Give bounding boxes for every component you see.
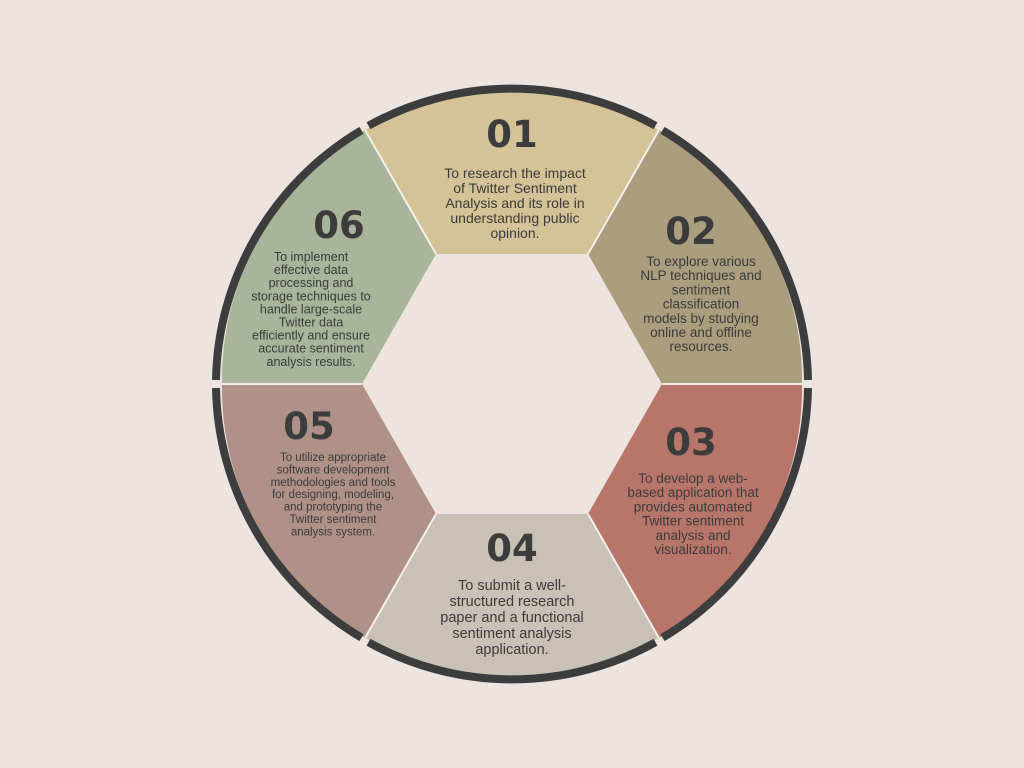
segment-06-fill bbox=[221, 130, 436, 384]
segment-separators bbox=[222, 129, 802, 639]
description-line: online and offline bbox=[650, 325, 752, 340]
description-line: processing and bbox=[269, 276, 354, 290]
description-line: opinion. bbox=[490, 225, 539, 241]
ring-arc bbox=[366, 84, 658, 130]
description-line: To research the impact bbox=[444, 165, 586, 181]
description-line: understanding public bbox=[450, 210, 579, 226]
description-line: NLP techniques and bbox=[640, 268, 761, 283]
description-line: and prototyping the bbox=[284, 502, 382, 514]
segment-02-number: 02 bbox=[665, 210, 717, 253]
description-line: application. bbox=[475, 642, 548, 658]
description-line: sentiment analysis bbox=[452, 626, 571, 642]
segment-01-fill bbox=[365, 89, 659, 255]
ring-arc bbox=[212, 126, 364, 381]
ring-arc bbox=[366, 638, 658, 684]
description-line: analysis and bbox=[655, 528, 730, 543]
description-line: software development bbox=[277, 464, 390, 476]
description-line: accurate sentiment bbox=[258, 342, 364, 356]
description-line: resources. bbox=[669, 339, 732, 354]
description-line: models by studying bbox=[643, 311, 759, 326]
description-line: methodologies and tools bbox=[271, 477, 396, 489]
description-line: provides automated bbox=[634, 499, 753, 514]
description-line: Twitter data bbox=[279, 316, 344, 330]
description-line: sentiment bbox=[672, 282, 731, 297]
description-line: of Twitter Sentiment bbox=[453, 180, 577, 196]
description-line: based application that bbox=[627, 485, 759, 500]
description-line: structured research bbox=[450, 594, 575, 610]
separator-line bbox=[364, 129, 437, 255]
description-line: To explore various bbox=[646, 254, 756, 269]
description-line: classification bbox=[663, 297, 740, 312]
description-line: Analysis and its role in bbox=[445, 195, 584, 211]
description-line: storage techniques to bbox=[251, 289, 371, 303]
segment-06-number: 06 bbox=[313, 204, 365, 247]
segment-04-number: 04 bbox=[486, 527, 538, 570]
segment-02-fill bbox=[588, 130, 803, 384]
segment-03-number: 03 bbox=[665, 421, 717, 464]
description-line: To implement bbox=[274, 250, 349, 264]
outer-ring bbox=[212, 84, 812, 684]
separator-line bbox=[587, 129, 660, 255]
separator-line bbox=[364, 513, 437, 639]
description-line: To develop a web- bbox=[638, 471, 748, 486]
segment-04-fill bbox=[365, 514, 659, 679]
description-line: Twitter sentiment bbox=[642, 514, 744, 529]
segment-03-fill bbox=[588, 384, 803, 638]
description-line: To utilize appropriate bbox=[280, 452, 386, 464]
ring-arc bbox=[660, 387, 812, 642]
description-line: for designing, modeling, bbox=[272, 489, 394, 501]
description-line: Twitter sentiment bbox=[290, 514, 378, 526]
segment-05-fill bbox=[221, 384, 436, 638]
segment-05-number: 05 bbox=[283, 405, 335, 448]
ring-arc bbox=[212, 387, 364, 642]
segment-01-number: 01 bbox=[486, 113, 538, 156]
description-line: effective data bbox=[274, 263, 348, 277]
description-line: efficiently and ensure bbox=[252, 329, 370, 343]
description-line: visualization. bbox=[654, 542, 731, 557]
description-line: handle large-scale bbox=[260, 302, 362, 316]
ring-arc bbox=[660, 126, 812, 381]
description-line: analysis results. bbox=[267, 355, 356, 369]
description-line: paper and a functional bbox=[440, 610, 584, 626]
separator-line bbox=[587, 513, 660, 639]
description-line: To submit a well- bbox=[458, 578, 566, 594]
description-line: analysis system. bbox=[291, 526, 375, 538]
